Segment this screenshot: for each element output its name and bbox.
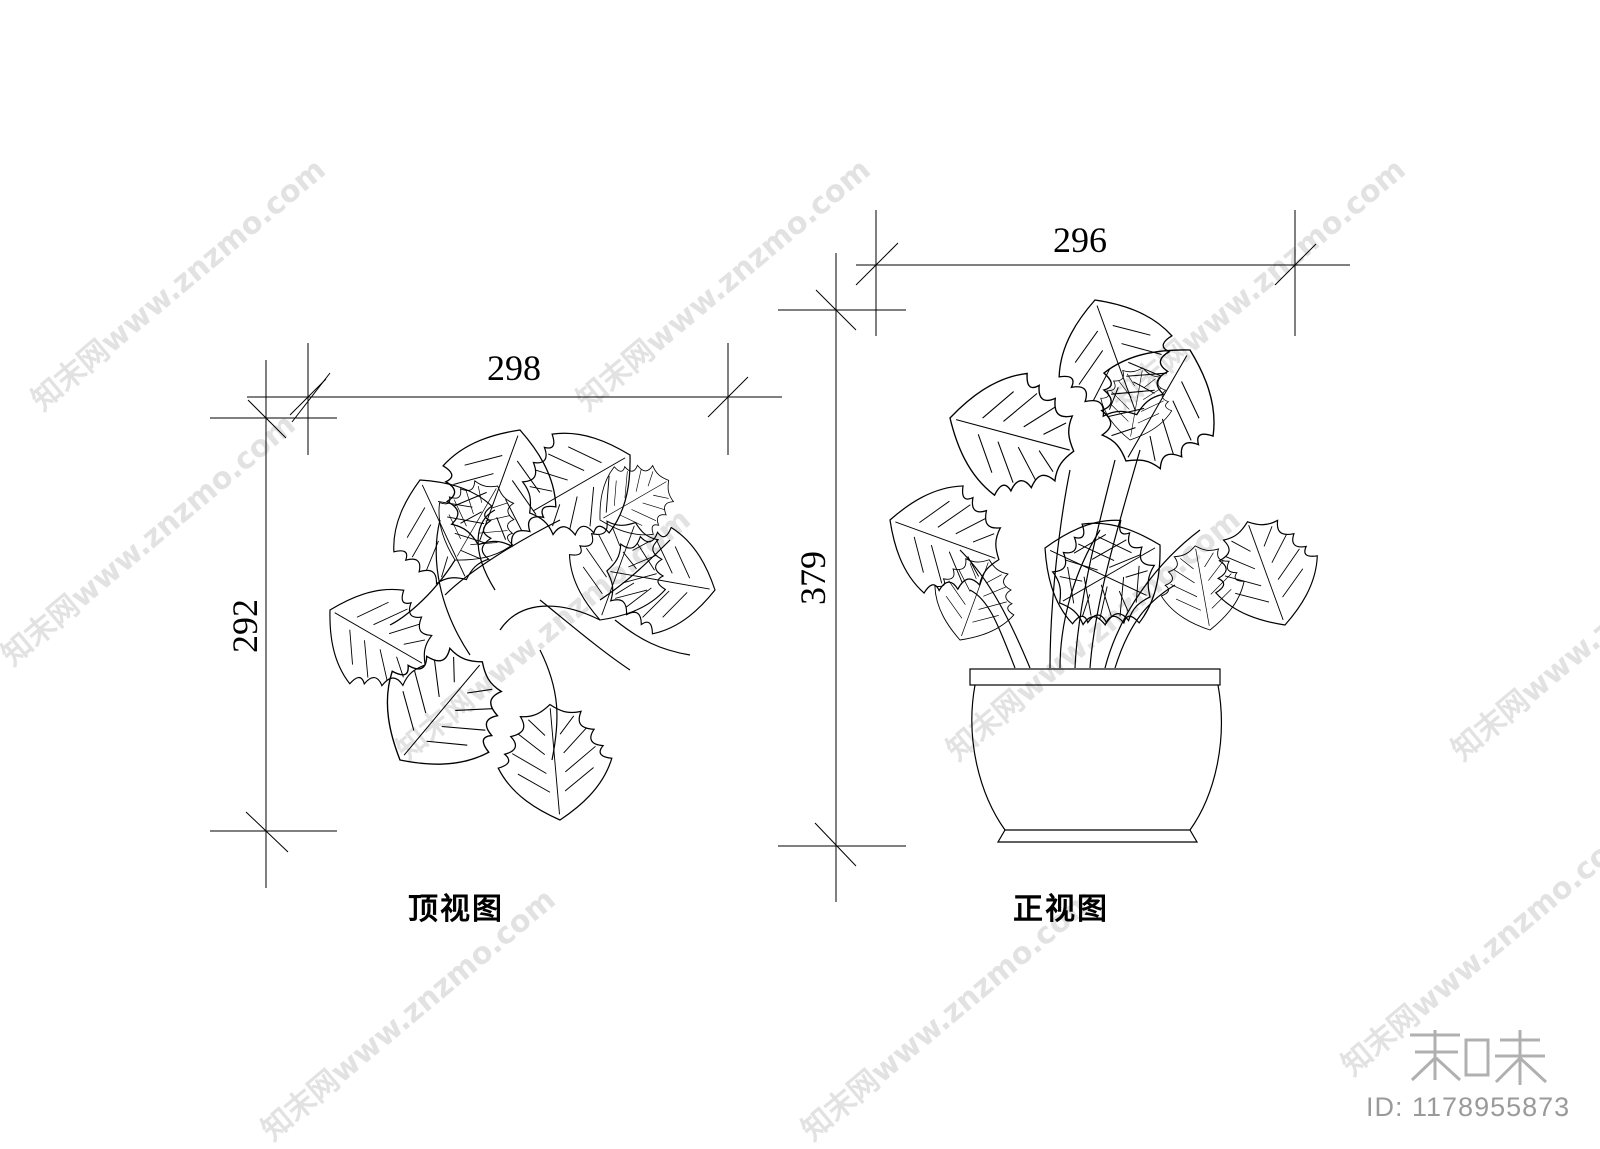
front-view-caption: 正视图: [1013, 892, 1109, 927]
front-view-height-label: 379: [793, 551, 833, 605]
front-view-dimensions: [778, 210, 1350, 902]
top-view-width-label: 298: [487, 348, 541, 388]
front-view-plant: [869, 278, 1337, 843]
brand-logo: [1410, 1030, 1548, 1085]
brand-id: ID: 1178955873: [1366, 1092, 1571, 1122]
top-view-height-label: 292: [225, 599, 265, 653]
front-view-width-label: 296: [1053, 220, 1107, 260]
top-view-caption: 顶视图: [408, 892, 504, 927]
top-view-plant: [302, 405, 725, 826]
top-view-dimensions: [210, 343, 782, 888]
